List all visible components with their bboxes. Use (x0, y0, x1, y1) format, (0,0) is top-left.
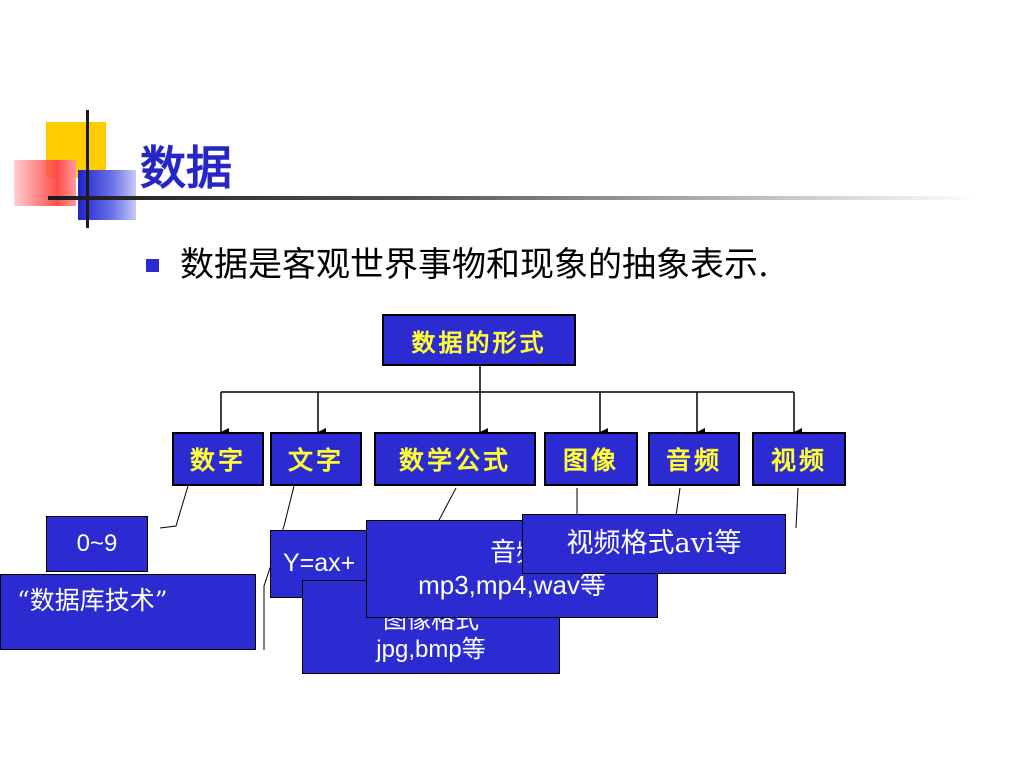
node-data-forms: 数据的形式 (382, 314, 576, 366)
callout-line-audio (675, 487, 681, 517)
node-video: 视频 (752, 432, 846, 486)
node-audio: 音频 (648, 432, 740, 486)
slide-title: 数据 (140, 141, 232, 195)
example-video: 视频格式avi等 (522, 514, 786, 574)
example-formula-text: Y=ax+ (283, 549, 356, 578)
bullet-text: 数据是客观世界事物和现象的抽象表示. (180, 245, 769, 285)
title-underline (48, 196, 978, 200)
example-text-value: “数据库技术” (17, 586, 168, 615)
callout-line-formula (437, 487, 457, 523)
example-audio-line2: mp3,mp4,wav等 (418, 570, 606, 600)
example-number: 0~9 (46, 516, 148, 572)
example-image-line2: jpg,bmp等 (376, 636, 486, 663)
node-number: 数字 (172, 432, 264, 486)
example-text: “数据库技术” (0, 574, 256, 650)
callout-line-video (795, 487, 799, 529)
example-video-text: 视频格式avi等 (566, 528, 742, 560)
bullet-square-icon (146, 259, 159, 272)
callout-line-number (159, 485, 189, 529)
node-text: 文字 (270, 432, 362, 486)
title-deco-vertical-line (86, 110, 89, 228)
node-image: 图像 (544, 432, 638, 486)
example-number-text: 0~9 (76, 530, 118, 557)
node-math-formula: 数学公式 (374, 432, 536, 486)
